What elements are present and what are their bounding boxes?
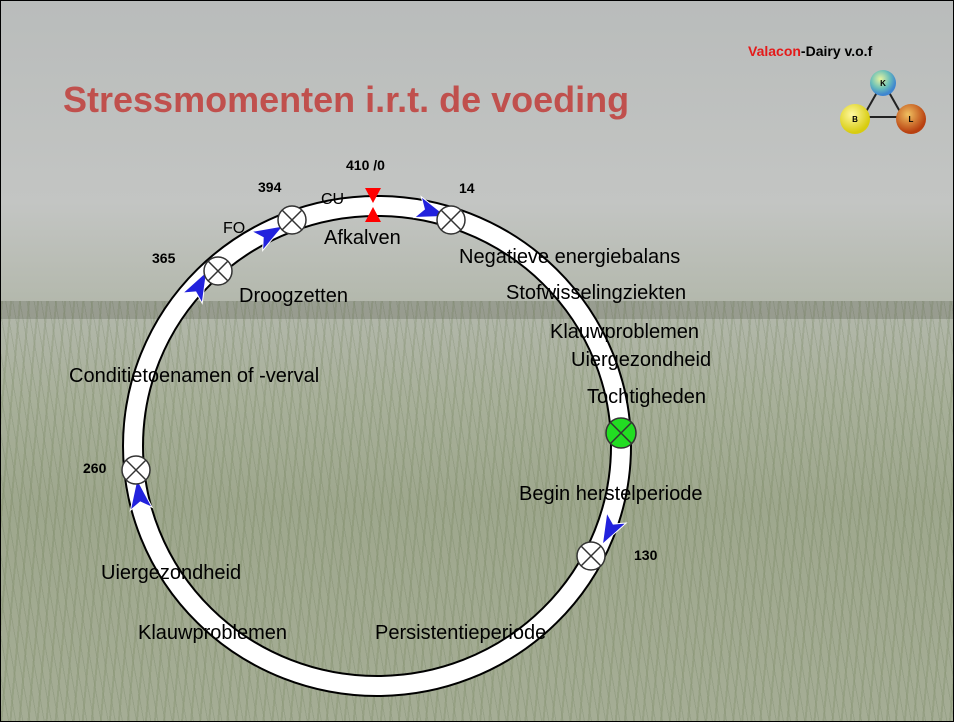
day-label-394: 394	[258, 179, 282, 195]
marker-tochtigheden	[605, 417, 637, 449]
label-negatieve-energiebalans: Negatieve energiebalans	[459, 246, 681, 268]
brand-black: -Dairy v.o.f	[800, 43, 873, 59]
logo-l-text: L	[909, 115, 914, 124]
label-conditie: Conditietoenamen of -verval	[69, 365, 320, 387]
label-klauwproblemen-top: Klauwproblemen	[550, 321, 699, 343]
background-grass	[1, 301, 953, 721]
background-treeline	[1, 301, 953, 319]
abbr-fo: FO	[223, 220, 246, 237]
marker-14	[436, 205, 466, 235]
label-uiergezondheid-bottom: Uiergezondheid	[101, 562, 242, 584]
arrow-to-365	[181, 270, 208, 305]
slide-title: Stressmomenten i.r.t. de voeding	[63, 79, 630, 120]
marker-calving-hourglass	[365, 188, 381, 222]
brand-red: Valacon	[748, 43, 801, 59]
logo-b-circle	[840, 104, 870, 134]
arrow-afkalven-to-14	[412, 195, 448, 219]
label-klauwproblemen-bottom: Klauwproblemen	[138, 622, 287, 644]
logo-b-text: B	[852, 115, 858, 124]
logo-l-circle	[896, 104, 926, 134]
label-stofwisselingziekten: Stofwisselingziekten	[506, 282, 687, 304]
abbr-cu: CU	[321, 191, 345, 208]
arrow-to-130	[601, 511, 628, 546]
marker-365	[203, 256, 233, 286]
logo-k-text: K	[880, 79, 886, 88]
label-droogzetten: Droogzetten	[239, 285, 348, 307]
label-persistentieperiode: Persistentieperiode	[375, 622, 547, 644]
label-uiergezondheid-top: Uiergezondheid	[571, 349, 712, 371]
arrow-to-394	[250, 225, 285, 252]
marker-260	[121, 455, 151, 485]
arrow-to-260	[129, 477, 154, 512]
day-label-14: 14	[459, 180, 475, 196]
day-label-130: 130	[634, 547, 658, 563]
day-label-260: 260	[83, 460, 107, 476]
marker-130	[576, 541, 606, 571]
kbl-logo: K B L	[840, 70, 926, 134]
day-label-410-0: 410 /0	[346, 157, 385, 173]
label-afkalven: Afkalven	[324, 227, 401, 249]
label-tochtigheden: Tochtigheden	[587, 386, 706, 408]
marker-394	[277, 205, 307, 235]
label-begin-herstelperiode: Begin herstelperiode	[519, 483, 703, 505]
brand-text: Valacon-Dairy v.o.f	[748, 43, 872, 59]
logo-k-circle	[870, 70, 896, 96]
day-label-365: 365	[152, 250, 176, 266]
